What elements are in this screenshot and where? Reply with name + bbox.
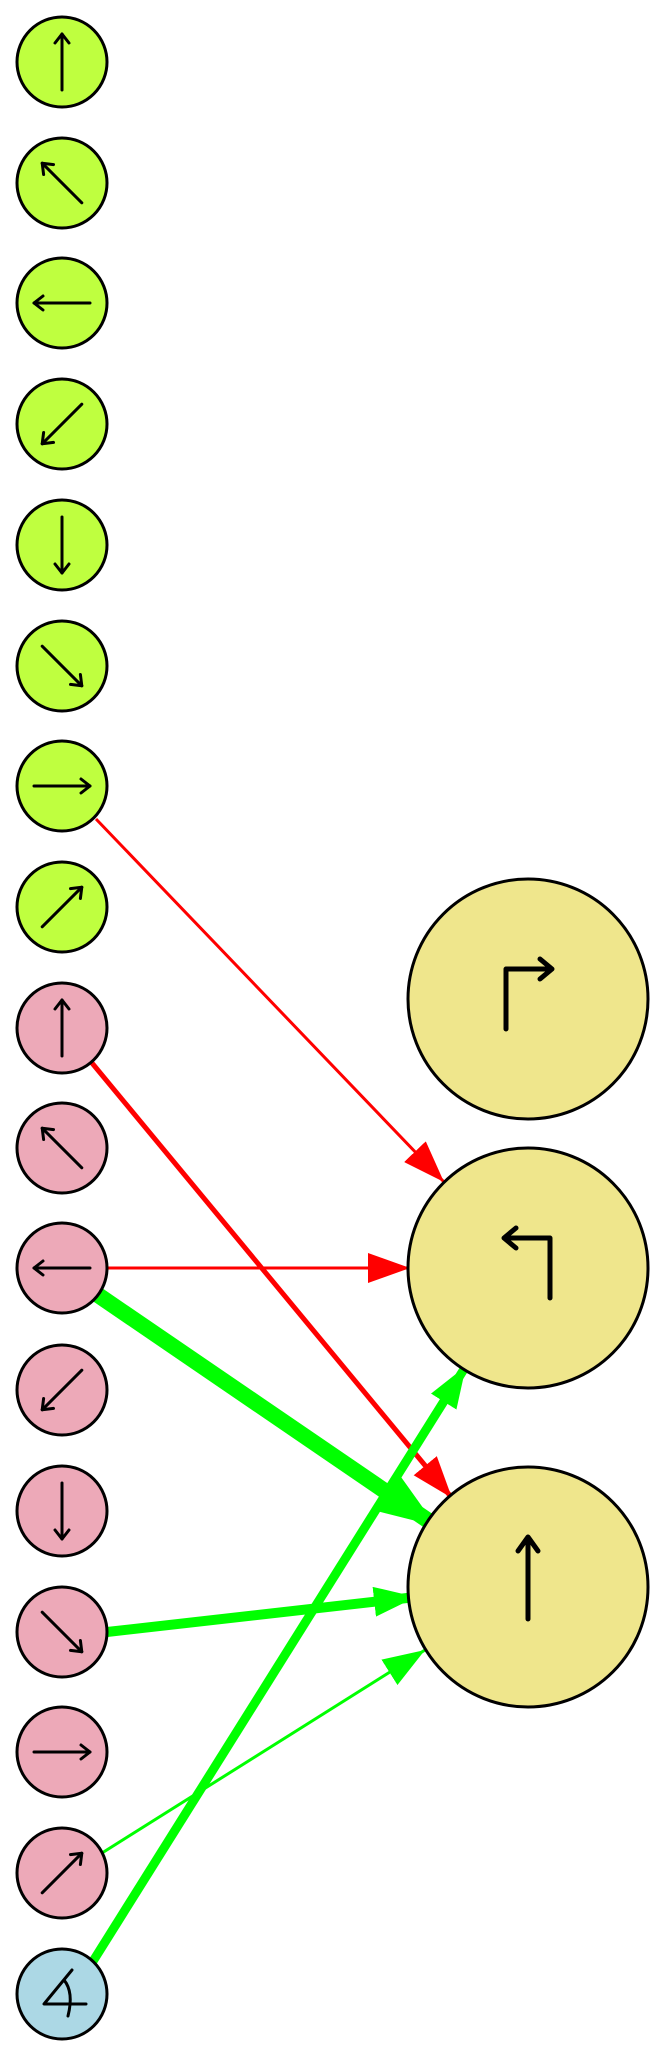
green-node-group	[15, 15, 109, 954]
arrow-down-icon	[53, 1481, 71, 1541]
arrow-down-icon	[53, 515, 71, 575]
output-node-turn-right	[406, 877, 650, 1121]
arrow-up-right-icon	[40, 1851, 84, 1895]
arrow-left-icon	[32, 294, 92, 312]
arrow-down-right-icon	[40, 644, 84, 688]
edges	[86, 817, 470, 1969]
arrow-up-left-icon	[40, 1126, 84, 1170]
edge-pink-down-right-to-straight-up	[106, 1586, 417, 1637]
edge-pink-left-to-straight-up	[93, 1288, 441, 1533]
arrow-left-icon	[32, 1259, 92, 1277]
arrow-down-left-icon	[40, 1368, 84, 1412]
arrow-up-icon	[53, 32, 71, 92]
angle-icon	[42, 1968, 88, 2018]
edge-pink-up-to-straight-up	[90, 1061, 454, 1500]
arrow-up-right-icon	[40, 885, 84, 929]
pink-node-group	[15, 981, 109, 1920]
edge-pink-up-right-to-straight-up	[101, 1648, 426, 1855]
arrow-up-icon	[53, 998, 71, 1058]
straight-up-icon	[515, 1534, 541, 1622]
edge-green-right-to-turn-left	[94, 817, 446, 1184]
output-node-turn-left	[406, 1146, 650, 1390]
edge-blue-angle-to-turn-left	[86, 1363, 470, 1969]
arrow-right-icon	[32, 1743, 92, 1761]
arrow-up-left-icon	[40, 161, 84, 205]
blue-node-angle	[15, 1947, 109, 2041]
arrow-right-icon	[32, 777, 92, 795]
arrow-down-right-icon	[40, 1610, 84, 1654]
arrow-down-left-icon	[40, 402, 84, 446]
turn-right-icon	[503, 956, 555, 1032]
turn-left-icon	[501, 1225, 553, 1301]
